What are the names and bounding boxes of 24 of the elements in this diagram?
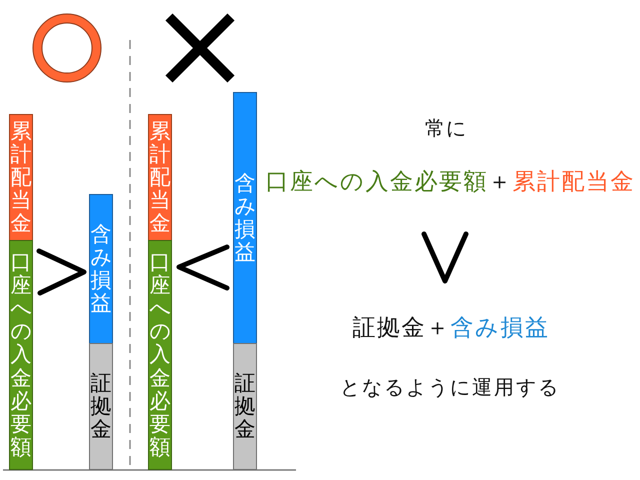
term-text: 累計配当金	[512, 169, 635, 197]
vertical-label: 累計配当金	[150, 120, 170, 236]
instruction-text: となるように運用する	[340, 375, 560, 399]
term-text: 含み損益	[450, 315, 550, 343]
vertical-label: 含み損益	[234, 172, 256, 264]
bar-segment	[148, 240, 172, 470]
term-text: 口座への入金必要額	[265, 169, 488, 197]
bar-segment	[233, 92, 257, 344]
plus-operator: ＋	[426, 315, 450, 343]
vertical-label: 含み損益	[90, 222, 112, 316]
vertical-label: 証拠金	[234, 372, 256, 442]
bar-segment	[89, 194, 113, 344]
term-text: 証拠金	[352, 315, 426, 343]
bar-segment	[89, 343, 113, 470]
plus-operator: ＋	[488, 169, 512, 197]
instruction-text: 常に	[425, 116, 467, 140]
vertical-label: 累計配当金	[10, 120, 32, 236]
bar-segment	[9, 240, 33, 470]
bar-segment	[148, 114, 172, 241]
bar-segment	[233, 343, 257, 470]
bar-segment	[9, 114, 33, 241]
vertical-label: 口座への入金必要額	[150, 251, 170, 459]
vertical-label: 証拠金	[90, 372, 112, 442]
vertical-label: 口座への入金必要額	[10, 251, 32, 459]
